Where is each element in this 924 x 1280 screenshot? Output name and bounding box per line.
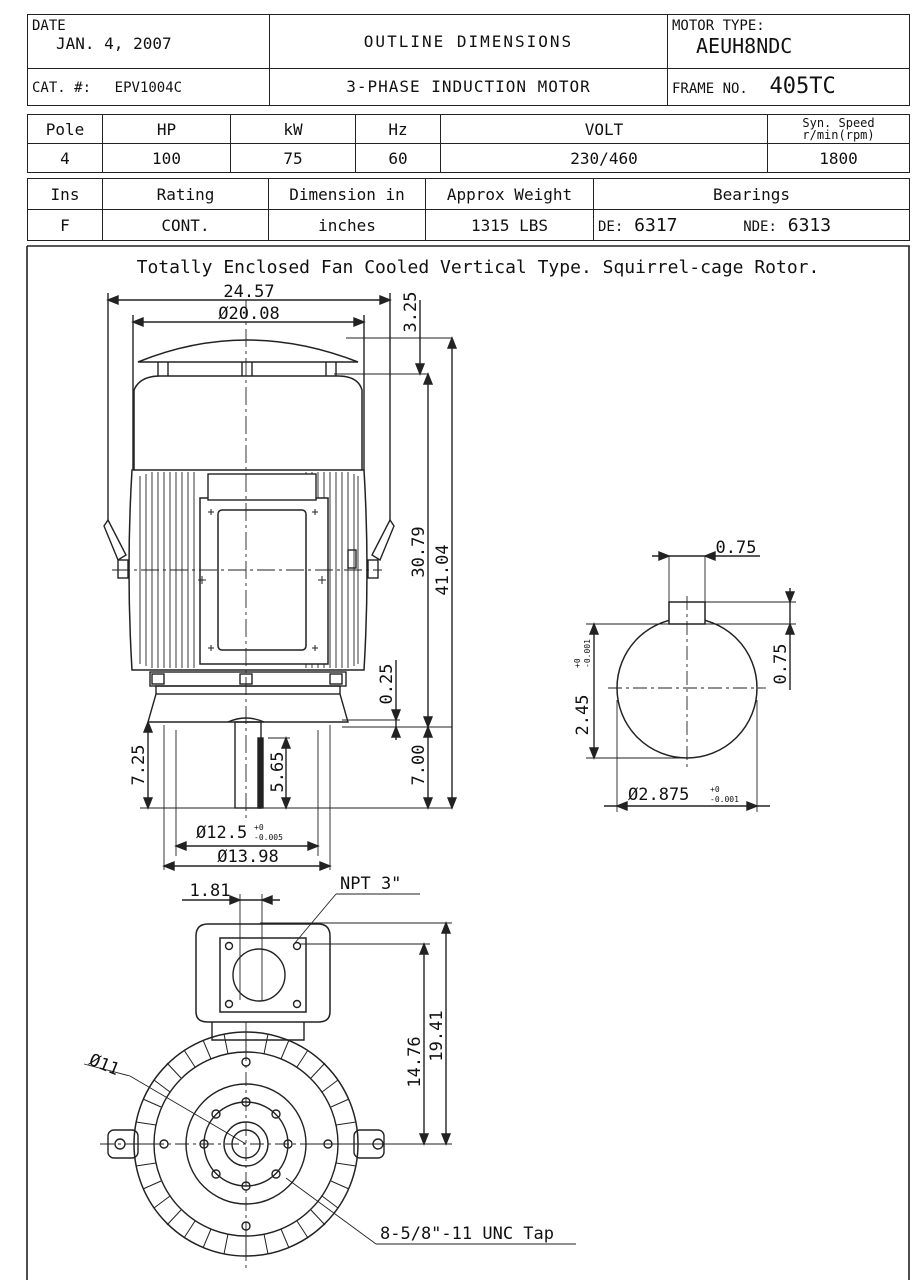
bearing-de-label: DE: [598,218,624,235]
spec-header-ins: Ins [27,178,103,210]
frame-value: 405TC [769,74,836,100]
frame-label: FRAME NO. [672,81,748,98]
dim-2-875: Ø2.875 [628,785,689,805]
dim-11: Ø11 [86,1050,122,1080]
spec-table-mechanical: Ins Rating Dimension in Approx Weight Be… [27,178,910,241]
dim-12-5-tol-bot: -0.005 [254,833,283,842]
tap-label: 8-5/8"-11 UNC Tap [380,1224,554,1244]
bearing-nde-label: NDE: [743,218,777,235]
spec-header-rating: Rating [102,178,269,210]
spec-value-bearings: DE: 6317 NDE: 6313 [593,209,910,241]
date-value: JAN. 4, 2007 [56,34,172,53]
dim-20-08: Ø20.08 [218,304,279,324]
dim-30-79: 30.79 [409,526,429,577]
spec-value-hz: 60 [355,143,441,173]
spec-value-rating: CONT. [102,209,269,241]
spec-value-speed: 1800 [767,143,910,173]
cat-label: CAT. #: [32,80,92,97]
spec-header-kw: kW [230,114,356,144]
dim-2-875-tol-bot: -0.001 [710,795,739,804]
motor-description: Totally Enclosed Fan Cooled Vertical Typ… [137,257,820,278]
top-view [83,893,576,1270]
dim-2-45-tol-top: +0 [573,658,582,668]
frame-cell: FRAME NO. 405TC [667,67,910,107]
spec-table-electrical: Pole HP kW Hz VOLT Syn. Speed r/min(rpm)… [27,114,910,173]
document-title: OUTLINE DIMENSIONS [269,14,668,69]
dim-3-25: 3.25 [401,292,421,333]
dim-24-57: 24.57 [223,282,274,302]
spec-value-weight: 1315 LBS [425,209,594,241]
cat-value: EPV1004C [114,80,183,97]
npt-label: NPT 3" [340,874,401,894]
spec-value-dimension: inches [268,209,426,241]
spec-value-ins: F [27,209,103,241]
dim-0-25: 0.25 [377,664,397,705]
cat-cell: CAT. #: EPV1004C [27,67,270,107]
motor-type-cell: MOTOR TYPE: AEUH8NDC [667,14,910,69]
motor-type-label: MOTOR TYPE: [672,18,765,34]
shaft-section-view [586,550,796,812]
bearing-nde-value: 6313 [787,214,832,236]
dim-1-81: 1.81 [190,881,231,901]
dim-key-width: 0.75 [716,538,757,558]
spec-header-speed: Syn. Speed r/min(rpm) [767,114,910,144]
spec-value-hp: 100 [102,143,231,173]
dim-2-875-tol-top: +0 [710,785,720,794]
dim-7-25: 7.25 [129,745,149,786]
document-subtitle: 3-PHASE INDUCTION MOTOR [269,67,668,107]
spec-header-dimension: Dimension in [268,178,426,210]
drawing-frame [26,245,910,1280]
spec-header-weight: Approx Weight [425,178,594,210]
date-cell: DATE JAN. 4, 2007 [27,14,270,69]
dim-key-height: 0.75 [771,644,791,685]
dim-2-45-tol-bot: -0.001 [583,639,592,668]
dim-19-41: 19.41 [427,1010,447,1061]
dim-13-98: Ø13.98 [217,847,278,867]
dim-12-5: Ø12.5 [196,823,247,843]
bearing-de-value: 6317 [634,214,678,236]
dim-5-65: 5.65 [268,752,288,793]
spec-value-volt: 230/460 [440,143,768,173]
motor-type-value: AEUH8NDC [696,34,793,58]
dim-12-5-tol-top: +0 [254,823,264,832]
date-label: DATE [32,18,66,34]
spec-value-kw: 75 [230,143,356,173]
dim-14-76: 14.76 [405,1036,425,1087]
title-block: DATE JAN. 4, 2007 OUTLINE DIMENSIONS MOT… [27,14,910,107]
dim-41-04: 41.04 [433,544,453,595]
side-view [103,293,458,872]
dim-7-00: 7.00 [409,745,429,786]
dim-2-45: 2.45 [573,695,593,736]
